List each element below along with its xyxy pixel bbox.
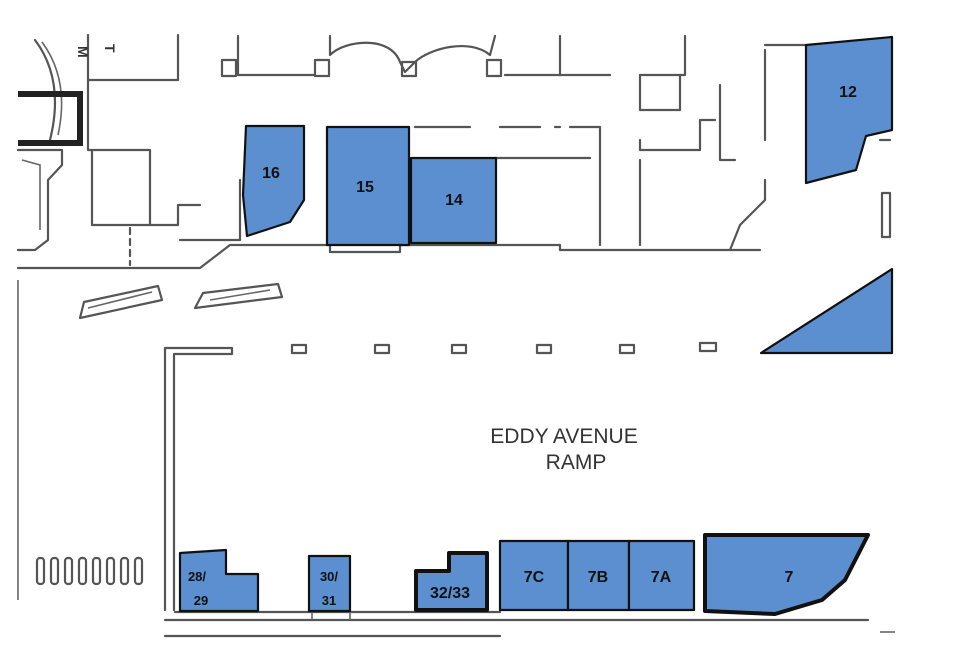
bay-7A-label: 7A — [651, 569, 672, 586]
bay-32-33[interactable]: 32/33 — [414, 551, 489, 612]
bay-15-label: 15 — [356, 179, 374, 196]
eddy-avenue-ramp-label: EDDY AVENUE RAMP — [490, 425, 637, 474]
bay-12-label: 12 — [839, 84, 857, 101]
area-label-line1: EDDY AVENUE — [490, 425, 637, 448]
bay-28-29-label-top: 28/ — [188, 569, 206, 584]
bay-7B-label: 7B — [588, 569, 608, 586]
bay-15[interactable]: 15 — [325, 125, 411, 247]
bay-7C[interactable]: 7C — [498, 539, 570, 612]
bay-7A[interactable]: 7A — [627, 539, 696, 612]
bollard-row — [35, 556, 144, 586]
bay-16-label: 16 — [262, 165, 280, 182]
bus-bays: 12 16 15 14 28/ 29 30/ 31 32/33 — [178, 35, 894, 616]
bay-16[interactable]: 16 — [241, 124, 306, 238]
building-outlines — [16, 33, 892, 270]
bay-14[interactable]: 14 — [409, 156, 498, 245]
bay-28-29[interactable]: 28/ 29 — [178, 548, 260, 613]
sign-line1: M — [75, 46, 91, 58]
bay-30-31-label-bottom: 31 — [322, 593, 336, 608]
bay-7-label: 7 — [785, 569, 794, 586]
bay-12[interactable]: 12 — [804, 35, 894, 185]
bay-32-33-label: 32/33 — [430, 585, 470, 602]
stop-sign-marker: M T — [75, 44, 118, 58]
bay-triangle-right[interactable] — [759, 267, 894, 355]
bay-30-31[interactable]: 30/ 31 — [307, 554, 352, 613]
bay-7[interactable]: 7 — [703, 533, 870, 616]
area-label-line2: RAMP — [546, 451, 607, 474]
bay-30-31-label-top: 30/ — [320, 569, 338, 584]
bay-7C-label: 7C — [524, 569, 545, 586]
bay-14-label: 14 — [445, 192, 463, 209]
bay-28-29-label-bottom: 29 — [194, 593, 208, 608]
bay-7B[interactable]: 7B — [566, 539, 631, 612]
sign-line2: T — [102, 44, 118, 53]
